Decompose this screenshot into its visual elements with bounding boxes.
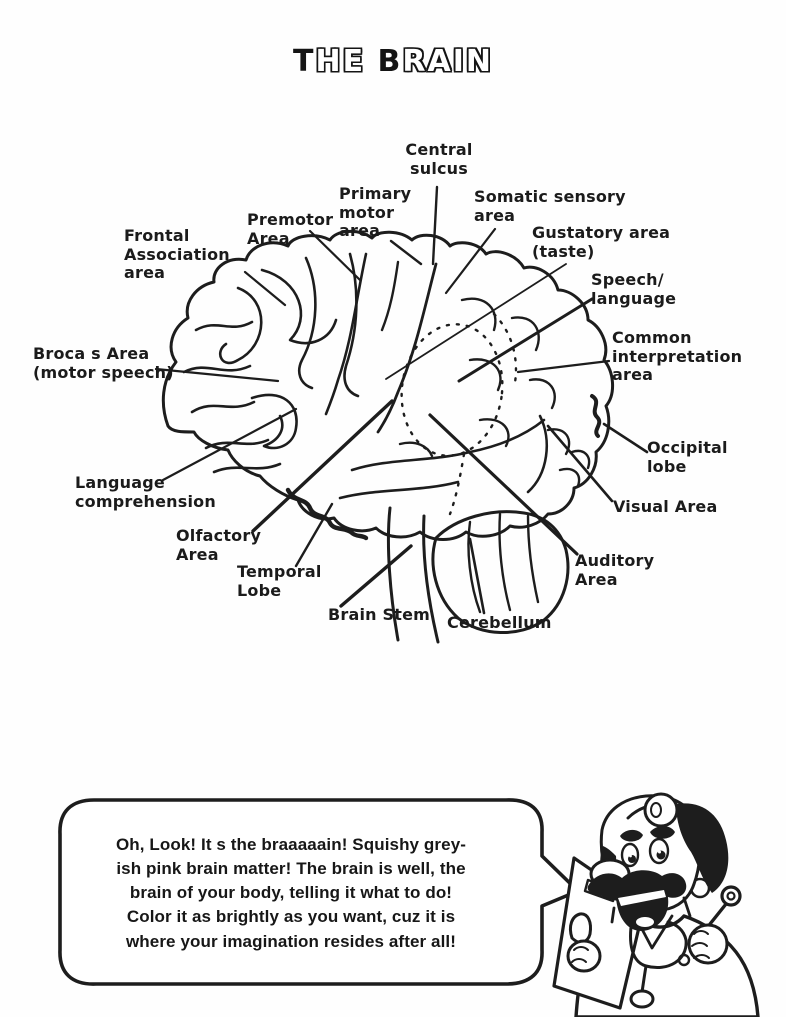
cerebellum-outline: [431, 510, 570, 634]
doctor-right-fist: [687, 923, 729, 965]
page-title: THE BRAIN: [0, 44, 786, 79]
leader-primary-motor: [389, 239, 423, 266]
stethoscope-tube: [629, 918, 688, 969]
leader-language-comprehension: [161, 407, 298, 482]
speech-bubble: [58, 798, 580, 986]
leader-temporal: [294, 502, 334, 568]
central-sulcus-line: [376, 262, 438, 434]
doctor-eyebrow-right: [650, 826, 675, 839]
leader-speech-language: [457, 297, 594, 383]
label-speech-language: Speech/ language: [591, 270, 677, 308]
brain-stem-outline: [386, 506, 400, 642]
leader-central-sulcus: [431, 185, 439, 266]
brain-illustration: [161, 230, 614, 644]
doctor-tongue: [636, 917, 654, 927]
label-somatic-sensory-area: Somatic sensory area: [474, 187, 626, 225]
leader-lines: [154, 185, 649, 615]
title-part: RAIN: [402, 44, 493, 79]
label-visual-area: Visual Area: [613, 497, 718, 516]
doctor-eyebrow-left: [620, 829, 643, 842]
leader-visual: [546, 424, 614, 503]
leader-olfactory: [251, 399, 394, 533]
leader-premotor: [308, 229, 362, 282]
label-language-comprehension: Language comprehension: [75, 473, 216, 511]
doctor-character: [552, 792, 760, 1017]
doctor-teeth: [618, 890, 666, 906]
stethoscope-chestpiece: [629, 989, 655, 1009]
title-part: T: [293, 44, 316, 79]
leader-gustatory: [385, 263, 567, 380]
leader-cerebellum: [468, 537, 486, 615]
label-olfactory-area: Olfactory Area: [176, 526, 262, 564]
tool-handle: [708, 902, 728, 926]
leader-common-interpretation: [516, 359, 611, 374]
leader-occipital: [602, 422, 649, 454]
doctor-hair-right: [676, 803, 729, 893]
doctor-left-fist: [566, 939, 602, 973]
dashed-region: [400, 323, 504, 457]
label-frontal-association: Frontal Association area: [124, 226, 230, 283]
label-brain-stem: Brain Stem: [328, 605, 431, 624]
speech-bubble-text: Oh, Look! It s the braaaaain! Squishy gr…: [115, 835, 467, 951]
label-occipital-lobe: Occipital lobe: [647, 438, 728, 476]
leader-frontal-association: [243, 270, 287, 307]
label-premotor-area: Premotor Area: [247, 210, 334, 248]
leader-somatic-sensory: [444, 227, 497, 295]
leader-auditory: [428, 413, 579, 556]
doctor-left-thumb: [568, 912, 592, 944]
label-central-sulcus: Central sulcus: [405, 140, 473, 178]
label-gustatory-area: Gustatory area (taste): [532, 223, 671, 261]
leader-brain-stem: [339, 544, 413, 608]
leader-brocas: [154, 367, 280, 383]
label-brocas-area: Broca s Area (motor speech): [33, 344, 174, 382]
label-auditory-area: Auditory Area: [575, 551, 655, 589]
label-primary-motor-area: Primary motor area: [339, 184, 412, 241]
occipital-squiggle: [590, 394, 602, 438]
temporal-squiggle: [285, 487, 369, 541]
label-temporal-lobe: Temporal Lobe: [237, 562, 322, 600]
label-common-interpretation: Common interpretation area: [612, 328, 743, 385]
title-part: HE: [315, 44, 378, 79]
title-part: B: [377, 44, 403, 79]
label-cerebellum: Cerebellum: [447, 613, 552, 632]
tool-ring-head: [720, 885, 742, 907]
